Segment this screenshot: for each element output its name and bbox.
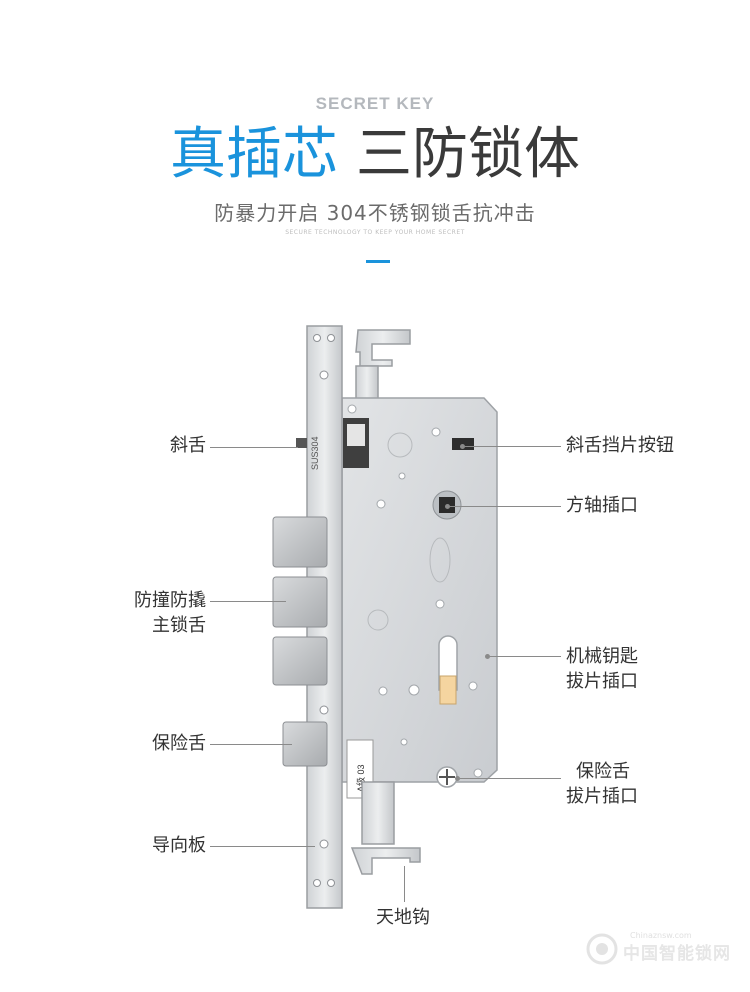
label-main-bolts-1: 防撞防撬 [134, 590, 206, 611]
top-hook [355, 329, 411, 407]
page-title: 真插芯三防锁体 [0, 118, 750, 192]
leader-key-slot [490, 656, 561, 657]
label-key-slot-1: 机械钥匙 [566, 646, 638, 667]
main-bolts [272, 516, 328, 686]
accent-bar [366, 260, 390, 263]
label-safety-slot-2: 拔片插口 [566, 786, 638, 807]
label-key-slot-2: 拔片插口 [566, 671, 638, 692]
leader-safety-bolt [210, 744, 292, 745]
leader-guide-plate [210, 846, 315, 847]
eyebrow-text: SECRET KEY [315, 94, 435, 113]
watermark-url: Chinaznsw.com [630, 931, 692, 940]
label-plate-text: A级 03 [355, 764, 366, 792]
leader-latch-button [465, 446, 561, 447]
leader-safety-slot [460, 778, 561, 779]
label-spindle-hole: 方轴插口 [566, 495, 638, 516]
title-highlight: 真插芯 [170, 122, 338, 187]
watermark-logo-icon [586, 933, 618, 965]
leader-hook [404, 866, 405, 902]
label-latch-button: 斜舌挡片按钮 [566, 435, 674, 456]
label-guide-plate: 导向板 [152, 835, 206, 856]
marker-key-slot [485, 654, 490, 659]
page-subtitle: 防暴力开启 304不锈钢锁舌抗冲击 [214, 201, 536, 225]
title-main: 三防锁体 [356, 122, 580, 187]
label-latch-bolt: 斜舌 [170, 435, 206, 456]
marker-latch-button [460, 444, 465, 449]
bottom-hook [350, 781, 421, 875]
label-main-bolts-2: 主锁舌 [152, 615, 206, 636]
marker-spindle-hole [445, 504, 450, 509]
watermark: Chinaznsw.com 中国智能锁网 [585, 928, 745, 968]
leader-latch-bolt [210, 447, 298, 448]
faceplate-mark: SUS304 [310, 436, 320, 470]
label-hook: 天地钩 [376, 907, 430, 928]
label-safety-bolt: 保险舌 [152, 733, 206, 754]
marker-safety-slot [455, 776, 460, 781]
leader-main-bolts [210, 601, 286, 602]
fineprint-text: SECURE TECHNOLOGY TO KEEP YOUR HOME SECR… [285, 229, 465, 236]
label-safety-slot-1: 保险舌 [576, 761, 630, 782]
leader-spindle-hole [450, 506, 561, 507]
latch-bolt [296, 438, 307, 448]
watermark-text: 中国智能锁网 [623, 944, 731, 964]
